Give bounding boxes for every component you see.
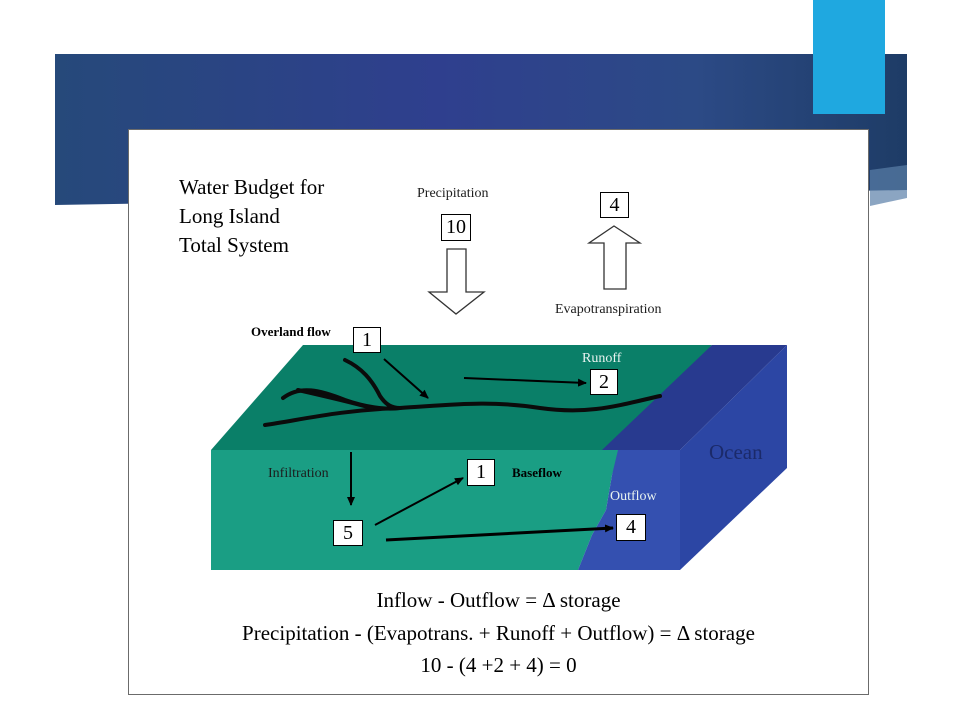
infiltration-label: Infiltration [268, 466, 329, 481]
precipitation-label: Precipitation [417, 186, 489, 201]
infiltration-value-box: 5 [333, 520, 363, 546]
overland-flow-value-box: 1 [353, 327, 381, 353]
land-top-surface [211, 345, 712, 450]
evapotranspiration-value-box: 4 [600, 192, 629, 218]
ocean-front-face [578, 450, 680, 570]
equation-values: 10 - (4 +2 + 4) = 0 [420, 653, 577, 677]
overland-flow-label: Overland flow [251, 324, 331, 339]
land-front-face [211, 450, 620, 570]
ocean-top-surface [602, 345, 787, 450]
diagram-title: Water Budget for Long Island Total Syste… [179, 173, 324, 260]
title-line: Total System [179, 233, 289, 257]
evapotranspiration-label: Evapotranspiration [555, 302, 662, 317]
ocean-side-face [680, 345, 787, 570]
outflow-value-box: 4 [616, 514, 646, 541]
runoff-label: Runoff [582, 351, 622, 366]
outflow-label: Outflow [610, 489, 657, 504]
precipitation-arrow-icon [427, 248, 486, 315]
slide-accent-bar [813, 0, 885, 114]
equation-storage: Inflow - Outflow = Δ storage [376, 588, 621, 612]
title-line: Water Budget for [179, 175, 325, 199]
ocean-label: Ocean [709, 440, 763, 464]
baseflow-label: Baseflow [512, 465, 562, 480]
baseflow-value-box: 1 [467, 459, 495, 486]
evapotranspiration-arrow-icon [586, 225, 643, 290]
flow-arrows [347, 358, 614, 542]
equation-expanded: Precipitation - (Evapotrans. + Runoff + … [242, 621, 755, 645]
runoff-value-box: 2 [590, 369, 618, 395]
precipitation-value-box: 10 [441, 214, 471, 241]
title-line: Long Island [179, 204, 280, 228]
stream-network [263, 358, 662, 427]
